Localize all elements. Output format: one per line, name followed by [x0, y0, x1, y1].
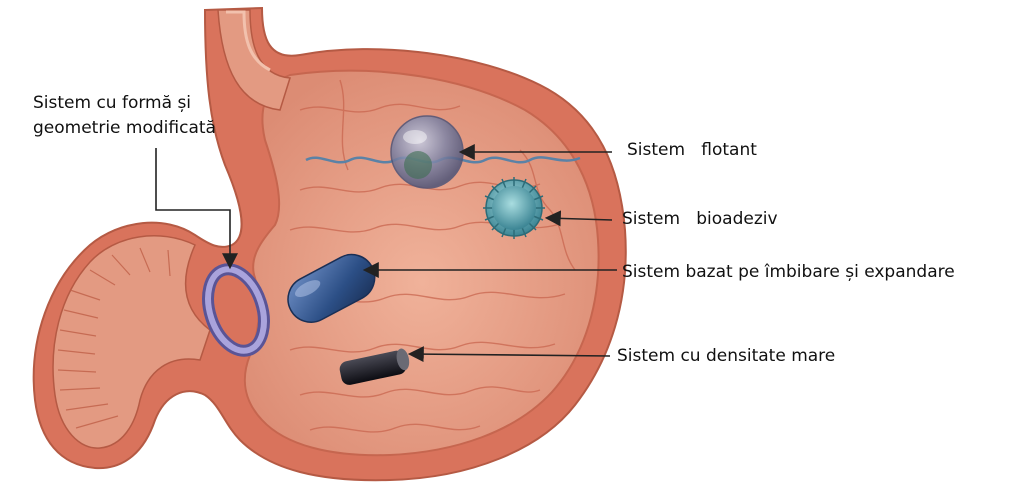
floating-system-sphere	[391, 116, 463, 188]
label-floating-system: Sistem flotant	[627, 139, 757, 161]
label-high-density-system: Sistem cu densitate mare	[617, 345, 835, 367]
label-swelling-system: Sistem bazat pe îmbibare și expandare	[622, 261, 955, 283]
label-shape-geometry-line1: Sistem cu formă și	[33, 92, 191, 114]
label-shape-geometry-line2: geometrie modificată	[33, 117, 216, 139]
label-bioadhesive-system: Sistem bioadeziv	[622, 208, 778, 230]
bioadhesive-system-disc	[483, 177, 545, 239]
